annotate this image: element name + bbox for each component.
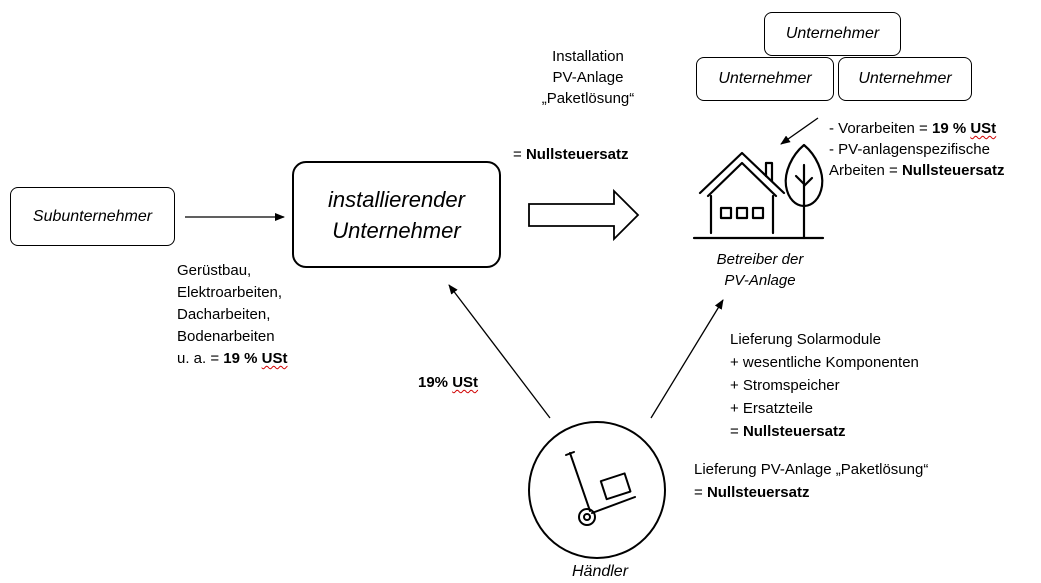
contractor-work-line2: - PV-anlagenspezifische	[829, 141, 990, 158]
install-note-rate: = Nullsteuersatz	[513, 146, 629, 163]
contractor-box-top: Unternehmer	[764, 12, 901, 56]
subcontractor-box: Subunternehmer	[10, 187, 175, 246]
house-tree-icon	[692, 143, 825, 240]
hand-truck-icon	[565, 451, 636, 526]
operator-label: Betreiber der PV-Anlage	[716, 251, 804, 289]
install-note-line2: PV-Anlage	[552, 69, 624, 86]
contractor-left-label: Unternehmer	[718, 70, 812, 87]
install-note-line3: „Paketlösung“	[541, 90, 635, 107]
contractors-to-house-arrow	[780, 117, 819, 145]
subcontractor-label: Subunternehmer	[32, 207, 153, 225]
dealer-installer-rate: 19% USt	[418, 374, 479, 391]
contractor-top-label: Unternehmer	[785, 25, 880, 42]
dealer-to-operator-arrow	[650, 299, 724, 419]
package-delivery-note: Lieferung PV-Anlage „Paketlösung“ = Null…	[694, 461, 929, 501]
install-note: Installation PV-Anlage „Paketlösung“	[518, 46, 658, 109]
contractor-work-note: - Vorarbeiten = 19 % USt - PV-anlagenspe…	[829, 118, 1005, 181]
block-arrow	[528, 188, 640, 242]
dealer-delivery-note: Lieferung Solarmodule + wesentliche Komp…	[730, 331, 919, 440]
dealer-circle	[528, 421, 666, 559]
installer-label-line1: installierender	[328, 186, 465, 212]
installer-label-line2: Unternehmer	[332, 217, 461, 243]
contractor-right-label: Unternehmer	[858, 70, 952, 87]
dealer-to-installer-arrow	[448, 284, 551, 419]
dealer-label: Händler	[571, 563, 629, 580]
contractor-work-line3: Arbeiten = Nullsteuersatz	[829, 162, 1005, 179]
contractor-work-line1: - Vorarbeiten = 19 % USt	[829, 120, 997, 137]
install-note-line1: Installation	[552, 48, 624, 65]
contractor-box-left: Unternehmer	[696, 57, 834, 101]
contractor-box-right: Unternehmer	[838, 57, 972, 101]
installer-box: installierender Unternehmer	[292, 161, 501, 268]
subcontractor-work-note: Gerüstbau, Elektroarbeiten, Dacharbeiten…	[177, 262, 288, 367]
